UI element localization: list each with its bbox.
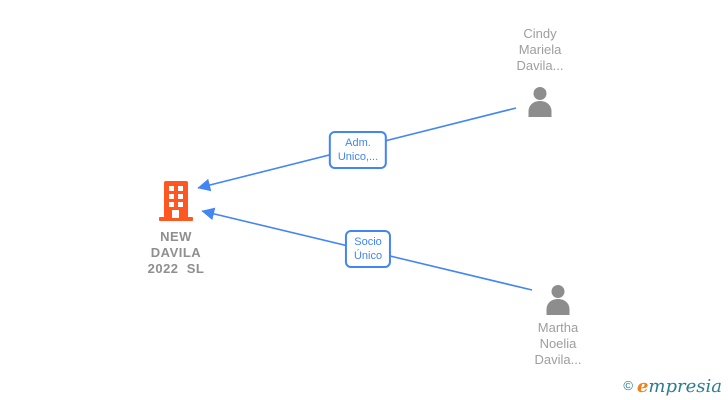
person-bottom-name[interactable]: Martha Noelia Davila... (535, 320, 582, 368)
brand-rest: mpresia (648, 376, 722, 397)
brand-wordmark: empresia (637, 376, 722, 397)
company-node[interactable] (158, 181, 194, 226)
edge-label-line: Único (353, 250, 383, 262)
edge-label-line: Unico,... (337, 151, 379, 163)
company-name[interactable]: NEW DAVILA 2022 SL (148, 229, 205, 277)
person-top-node[interactable] (525, 86, 555, 123)
person-icon (528, 87, 552, 117)
copyright-icon: © (623, 378, 633, 393)
brand-first-letter: e (636, 376, 649, 397)
name-line: Davila... (516, 58, 564, 73)
person-icon (546, 285, 570, 315)
edge-label-socio-unico[interactable]: Socio Único (344, 230, 392, 268)
name-line: Mariela (518, 42, 562, 57)
edge-label-adm-unico[interactable]: Adm. Unico,... (328, 131, 388, 169)
edge-label-line: Socio (354, 236, 382, 248)
edge-label-line: Adm. (345, 137, 371, 149)
name-line: 2022 SL (147, 261, 205, 276)
name-line: Cindy (523, 26, 557, 41)
building-icon (159, 181, 193, 221)
name-line: Noelia (539, 336, 577, 351)
name-line: NEW (160, 229, 192, 244)
name-line: Davila... (534, 352, 582, 367)
person-top-name[interactable]: Cindy Mariela Davila... (517, 26, 564, 74)
empresia-logo[interactable]: ©empresia (623, 376, 722, 397)
person-bottom-node[interactable] (543, 284, 573, 321)
name-line: DAVILA (150, 245, 202, 260)
name-line: Martha (537, 320, 579, 335)
